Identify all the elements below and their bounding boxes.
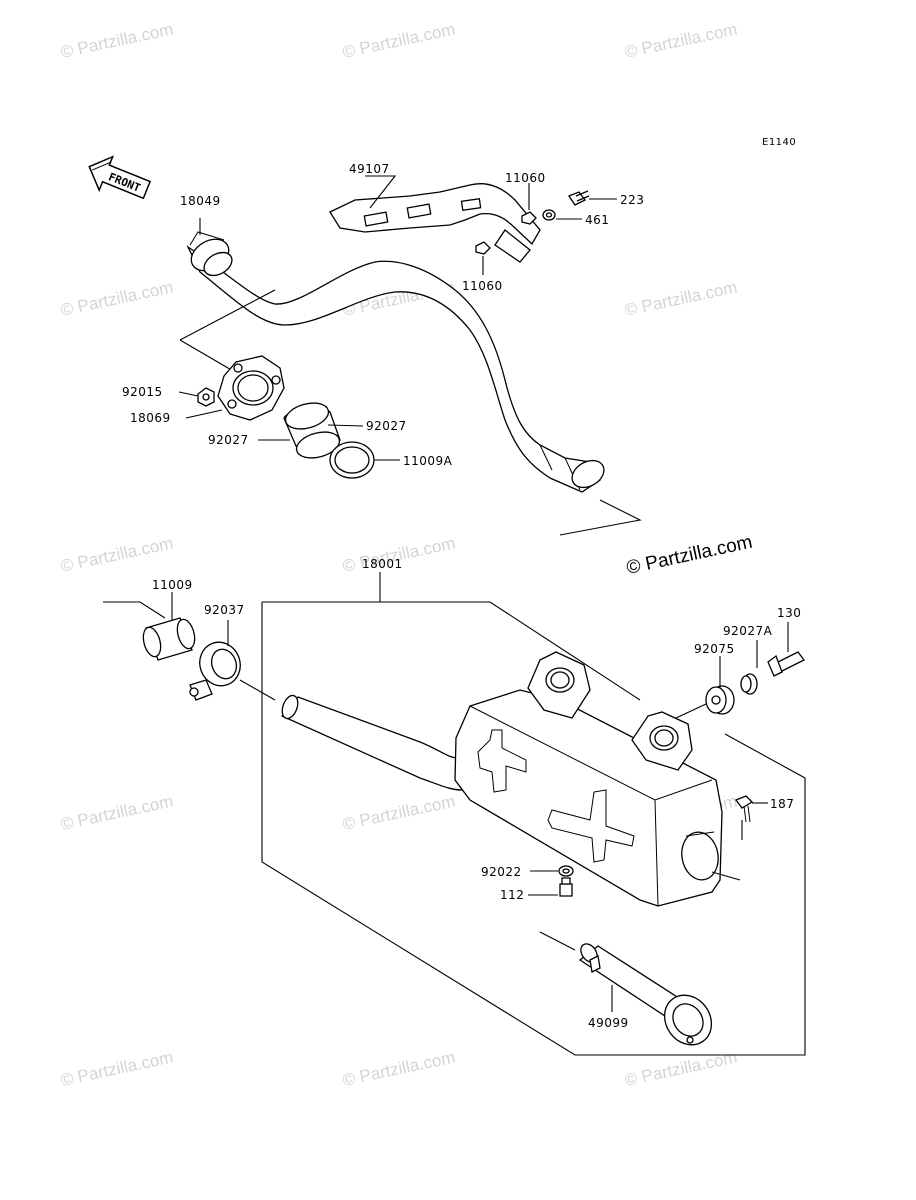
exhaust-pipe-18049 — [179, 231, 642, 536]
watermark: © Partzilla.com — [59, 792, 175, 834]
flange-18069 — [178, 355, 285, 421]
label-112: 112 — [500, 888, 524, 902]
spark-arrester-49099 — [578, 943, 713, 1046]
label-11009A: 11009A — [403, 454, 453, 468]
label-18069: 18069 — [130, 411, 171, 425]
diagram-code: E1140 — [762, 137, 796, 148]
watermarks: © Partzilla.com © Partzilla.com © Partzi… — [59, 20, 754, 1090]
label-92022: 92022 — [481, 865, 522, 879]
watermark: © Partzilla.com — [623, 20, 739, 62]
hardware-upper — [475, 183, 617, 275]
label-92027-right: 92027 — [366, 419, 407, 433]
label-92027A: 92027A — [723, 624, 773, 638]
clamp-92037 — [189, 620, 276, 701]
part-labels: 18049 49107 11060 11060 223 461 92015 18… — [122, 162, 801, 1030]
label-11009: 11009 — [152, 578, 193, 592]
label-92075: 92075 — [694, 642, 735, 656]
watermark-main: © Partzilla.com — [625, 532, 755, 579]
label-187: 187 — [770, 797, 794, 811]
label-18049: 18049 — [180, 194, 221, 208]
gaskets-92027 — [258, 402, 364, 459]
label-49099: 49099 — [588, 1016, 629, 1030]
watermark: © Partzilla.com — [59, 20, 175, 62]
watermark: © Partzilla.com — [59, 534, 175, 576]
label-18001: 18001 — [362, 557, 403, 571]
label-130: 130 — [777, 606, 801, 620]
label-92037: 92037 — [204, 603, 245, 617]
watermark: © Partzilla.com — [341, 1048, 457, 1090]
label-461: 461 — [585, 213, 609, 227]
watermark: © Partzilla.com — [623, 278, 739, 320]
heat-guard-49107 — [329, 175, 541, 263]
label-11060-upper: 11060 — [505, 171, 546, 185]
watermark: © Partzilla.com — [623, 1048, 739, 1090]
front-arrow-icon: FRONT — [88, 155, 152, 200]
assembly-frame-18001 — [261, 572, 806, 1056]
muffler-18001 — [280, 651, 741, 907]
watermark: © Partzilla.com — [59, 278, 175, 320]
watermark: © Partzilla.com — [341, 20, 457, 62]
watermark: © Partzilla.com — [59, 1048, 175, 1090]
hardware-right — [528, 622, 805, 897]
label-11060-lower: 11060 — [462, 279, 503, 293]
label-92027-left: 92027 — [208, 433, 249, 447]
collar-11009 — [103, 592, 196, 661]
label-49107: 49107 — [349, 162, 390, 176]
ring-11009A — [329, 441, 400, 479]
label-92015: 92015 — [122, 385, 163, 399]
watermark: © Partzilla.com — [341, 792, 457, 834]
label-223: 223 — [620, 193, 644, 207]
